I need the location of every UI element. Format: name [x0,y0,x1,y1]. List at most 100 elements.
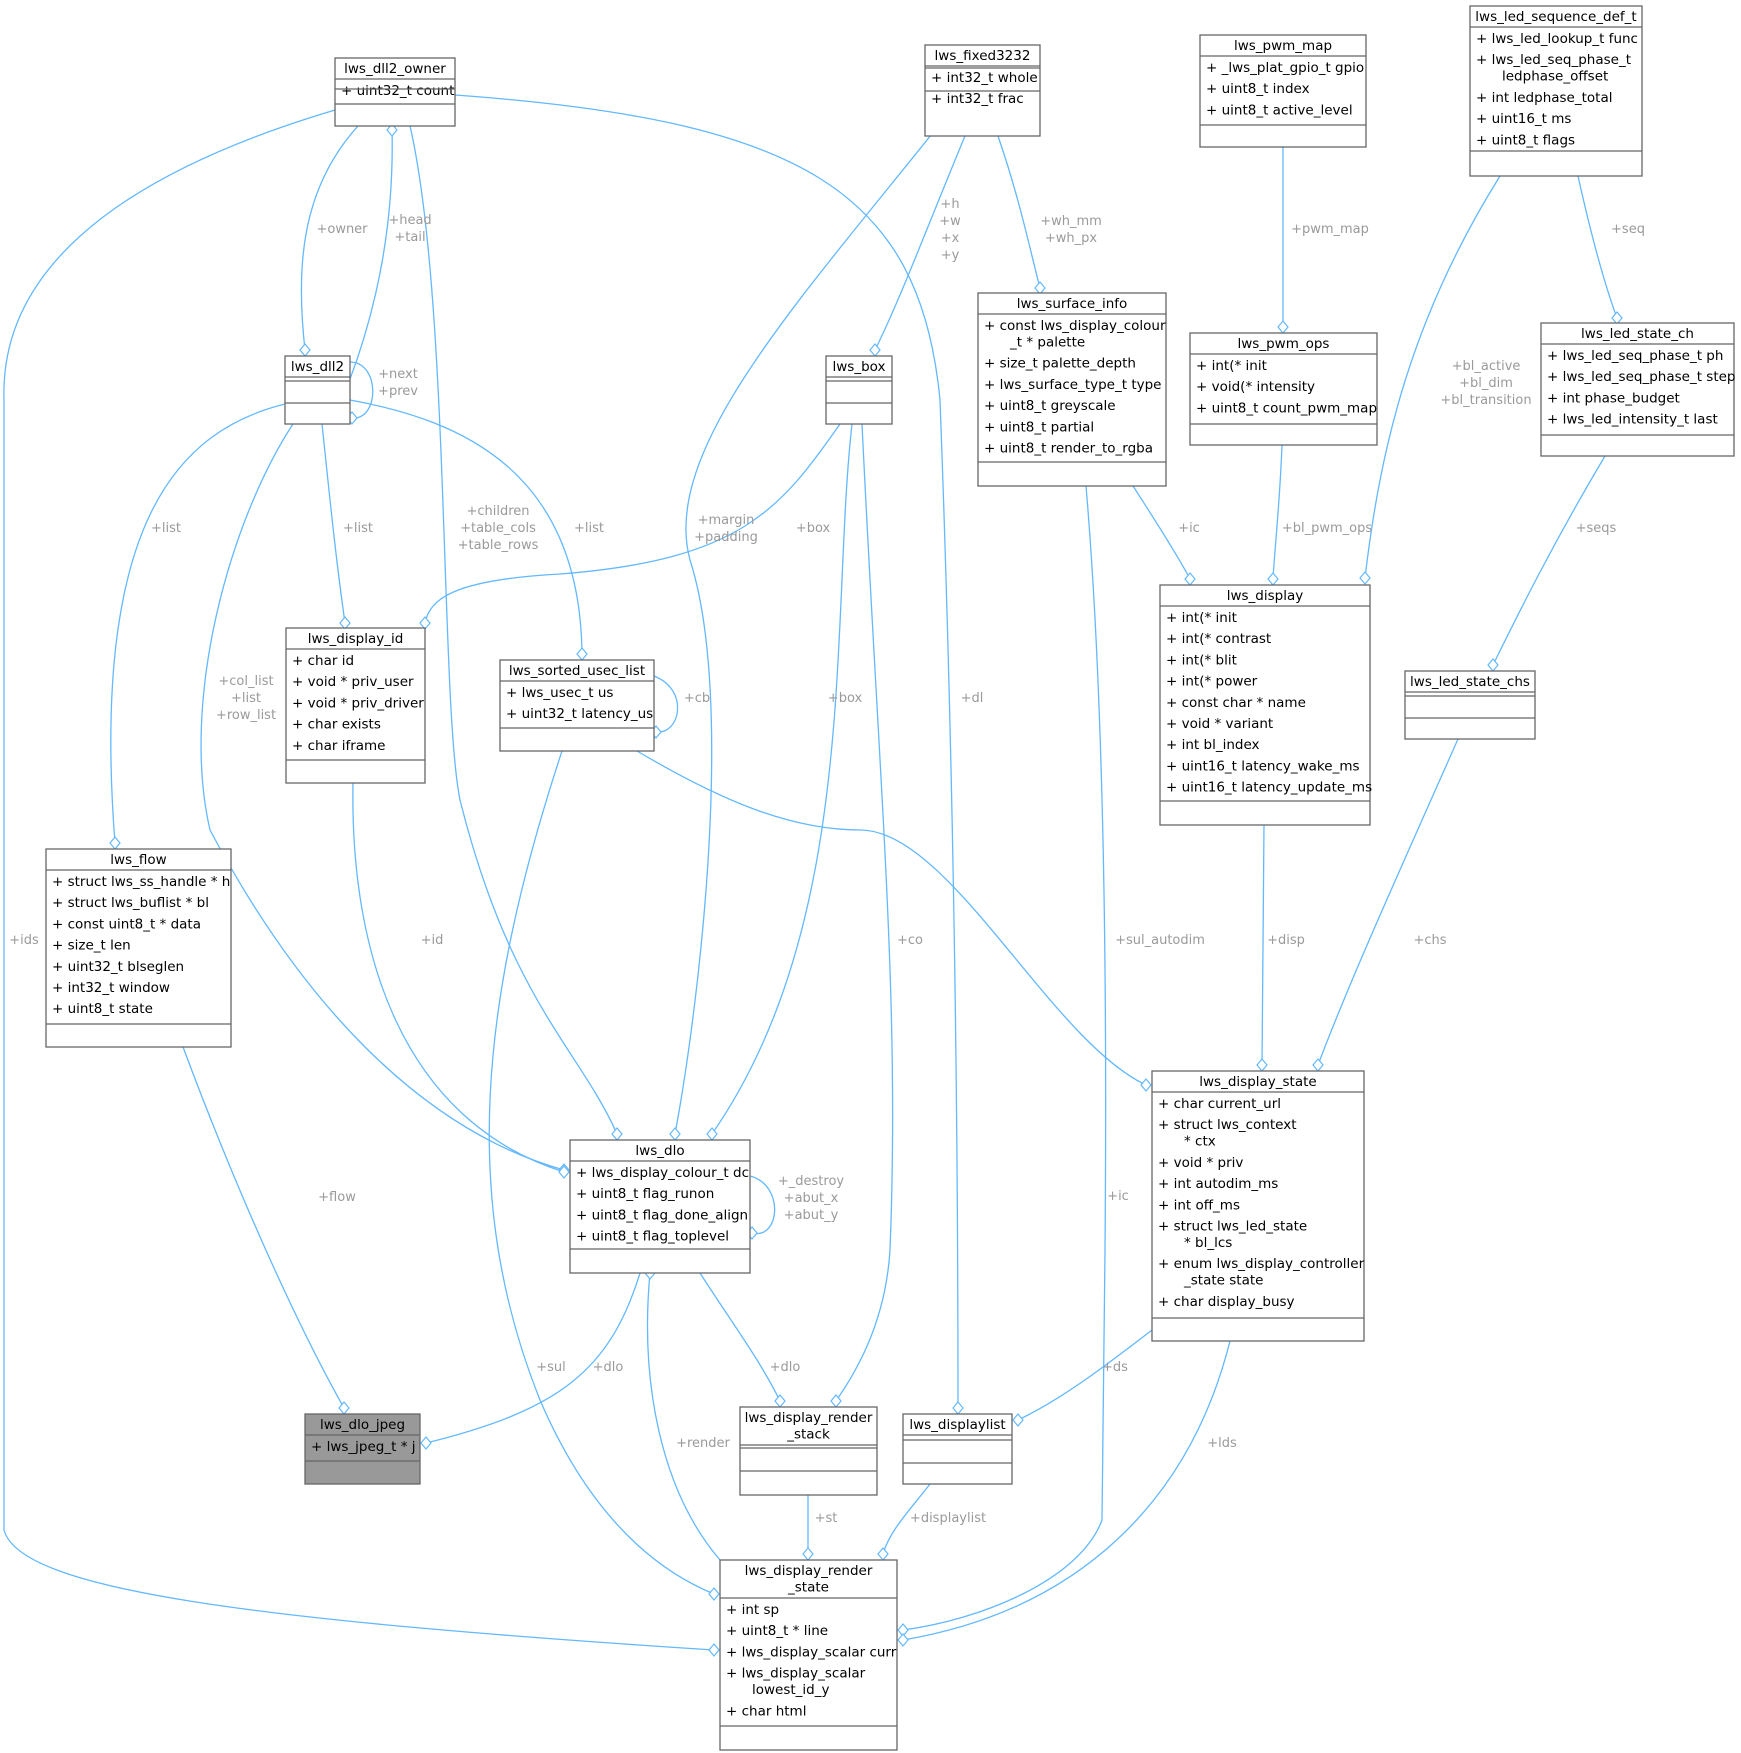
class-title: lws_pwm_map [1234,38,1332,54]
edge-labels-layer: +owner+head+tail+next+prev+h+w+x+y+wh_mm… [9,197,1645,1526]
class-box-lws-displaylist[interactable]: lws_displaylist [902,1413,1013,1485]
edge-label-line: +lds [1207,1436,1237,1451]
edge-label-line: +list [343,521,373,536]
edge-label: +ic [1107,1189,1129,1204]
aggregation-diamond [708,1587,720,1601]
class-box-lws-led-sequence-def-t[interactable]: lws_led_sequence_def_t+ lws_led_lookup_t… [1469,5,1643,177]
edge-co [835,423,894,1402]
class-attribute: + void * priv_user [292,674,414,690]
class-frame [739,1406,878,1496]
class-title: lws_display [1227,588,1304,604]
edge-label-line: +dlo [593,1360,624,1375]
class-frame [1151,1070,1365,1342]
aggregation-diamond [1359,571,1371,585]
aggregation-diamond [877,1547,889,1561]
edge-label: +seq [1611,222,1645,237]
class-attribute: + uint8_t index [1206,81,1310,97]
edge-label-line: +bl_pwm_ops [1282,521,1373,536]
edge-label: +wh_mm+wh_px [1040,214,1102,246]
edge-label-line: +ids [9,933,39,948]
edge-label: +bl_active+bl_dim+bl_transition [1440,359,1531,408]
edge-label-line: +sul_autodim [1115,933,1205,948]
edge-label-line: +h [940,197,959,212]
class-attribute: + int32_t window [52,980,170,996]
aggregation-diamond [576,647,588,661]
edge-label: +id [421,933,444,948]
edge-label: +children+table_cols+table_rows [458,504,539,553]
class-box-lws-pwm-ops[interactable]: lws_pwm_ops+ int(* init+ void(* intensit… [1189,332,1378,446]
edge-box-dlo [711,423,853,1135]
class-box-lws-led-state-ch[interactable]: lws_led_state_ch+ lws_led_seq_phase_t ph… [1540,322,1736,457]
class-box-lws-display-render-stack[interactable]: lws_display_render_stack [739,1406,878,1496]
edge-label-line: +table_rows [458,538,539,553]
class-attribute: + uint8_t flag_toplevel [576,1229,729,1245]
class-attribute: + lws_display_scalar [726,1666,866,1682]
class-attribute: + void * priv [1158,1155,1243,1171]
class-box-lws-fixed3232[interactable]: lws_fixed3232+ int32_t whole+ int32_t fr… [924,44,1041,137]
edge-label-line: +cb [684,691,710,706]
class-attribute: * bl_lcs [1184,1235,1232,1251]
class-box-lws-dll2-owner[interactable]: lws_dll2_owner+ uint32_t count [334,57,456,127]
class-frame [1199,34,1367,148]
class-attribute: + int(* contrast [1166,631,1271,647]
class-box-lws-display-state[interactable]: lws_display_state+ char current_url+ str… [1151,1070,1365,1342]
class-box-lws-display-id[interactable]: lws_display_id+ char id+ void * priv_use… [285,627,426,784]
aggregation-diamond [774,1394,786,1408]
aggregation-diamond [1012,1413,1024,1427]
class-attribute: + int phase_budget [1547,390,1680,406]
class-box-lws-dlo-jpeg[interactable]: lws_dlo_jpeg+ lws_jpeg_t * j [304,1413,421,1485]
edge-bl-pwm-ops [1272,444,1283,580]
class-box-lws-led-state-chs[interactable]: lws_led_state_chs [1404,670,1536,740]
edge-ds [1017,1329,1153,1421]
edge-disp [1261,824,1265,1066]
edge-dlo-stack [699,1272,781,1402]
class-box-lws-dlo[interactable]: lws_dlo+ lws_display_colour_t dc+ uint8_… [569,1139,751,1274]
class-attribute: _t * palette [1009,335,1085,351]
class-box-lws-box[interactable]: lws_box [825,355,893,425]
edge-next-prev [349,361,374,419]
edge-label-line: +margin [698,513,755,528]
class-title: lws_led_sequence_def_t [1475,9,1636,25]
class-attribute: + char id [292,653,354,669]
edge-label: +pwm_map [1291,222,1369,237]
class-attribute: + size_t len [52,938,131,954]
edge-label: +cb [684,691,710,706]
class-box-lws-flow[interactable]: lws_flow+ struct lws_ss_handle * h+ stru… [45,848,232,1048]
edge-ids [3,109,715,1651]
class-frame [1469,5,1643,177]
class-attribute: + uint8_t flags [1476,132,1575,148]
class-box-lws-dll2[interactable]: lws_dll2 [284,355,351,425]
class-box-lws-sorted-usec-list[interactable]: lws_sorted_usec_list+ lws_usec_t us+ uin… [499,659,655,752]
edge-destroy [749,1175,776,1235]
edge-label: +_destroy+abut_x+abut_y [778,1174,845,1223]
edge-children [409,125,618,1135]
class-attribute: + uint8_t partial [984,419,1094,435]
edge-margin [674,119,944,1135]
class-frame [719,1559,898,1751]
class-frame [825,355,893,425]
edge-label-line: +abut_y [784,1208,839,1223]
class-box-lws-pwm-map[interactable]: lws_pwm_map+ _lws_plat_gpio_t gpio+ uint… [1199,34,1367,148]
edge-label-line: +dlo [770,1360,801,1375]
edge-label: +owner [316,222,368,237]
class-title: lws_display_state [1199,1074,1316,1090]
class-box-lws-display-render-state[interactable]: lws_display_render_state+ int sp+ uint8_… [719,1559,898,1751]
class-attribute: + uint32_t blseglen [52,959,184,975]
class-attribute: + uint8_t flag_done_align [576,1207,748,1223]
class-attribute: + int ledphase_total [1476,90,1612,106]
aggregation-diamond [338,1401,350,1415]
class-box-lws-display[interactable]: lws_display+ int(* init+ int(* contrast+… [1159,584,1372,826]
edge-label: +dlo [770,1360,801,1375]
aggregation-diamond [299,343,311,357]
edge-flow [182,1046,345,1409]
aggregation-diamond [420,1436,432,1450]
edges-layer [3,94,1623,1657]
class-title: lws_pwm_ops [1238,336,1330,352]
class-box-lws-surface-info[interactable]: lws_surface_info+ const lws_display_colo… [977,292,1167,487]
class-attribute: + lws_display_colour_t dc [576,1165,749,1181]
edge-ic-render [902,485,1107,1631]
class-frame [285,627,426,784]
aggregation-diamond [558,1165,570,1179]
edge-label: +disp [1267,933,1305,948]
class-frame [45,848,232,1048]
